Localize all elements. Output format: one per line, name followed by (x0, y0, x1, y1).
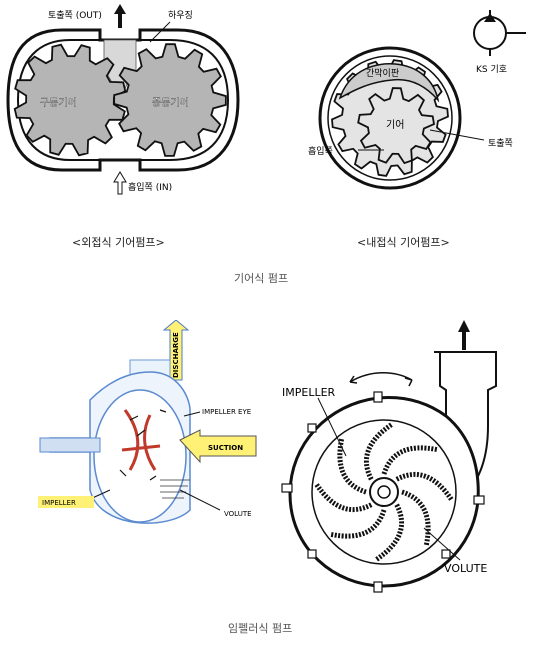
label-impeller-eye: IMPELLER EYE (202, 408, 251, 416)
label-gear: 기어 (386, 119, 404, 131)
label-volute: VOLUTE (224, 510, 252, 518)
out-arrow-icon (114, 4, 126, 28)
label-housing: 하우징 (168, 10, 193, 21)
label-volute: VOLUTE (444, 562, 487, 575)
rotation-arrow-icon (349, 372, 413, 383)
label-driven-gear: 종동기어 (152, 97, 189, 109)
drive-gear (13, 43, 127, 157)
label-ks-symbol: KS 기호 (476, 64, 507, 75)
impeller-vanes (314, 422, 454, 562)
outlet-arrow-icon (458, 320, 470, 350)
label-in: 흡입쪽 (IN) (128, 181, 172, 193)
caption-external-gear: <외접식 기어펌프> (72, 236, 165, 249)
caption-gear-pump: 기어식 펌프 (234, 272, 289, 285)
label-crescent: 간막이판 (366, 68, 399, 79)
internal-gear-pump-diagram: KS 기호 간막이판 기어 흡입쪽 토출쪽 (308, 10, 526, 190)
label-drive-gear: 구동기어 (40, 97, 77, 109)
in-arrow-icon (113, 171, 127, 195)
label-out: 토출쪽 (OUT) (48, 10, 102, 21)
external-gear-pump-diagram: 토출쪽 (OUT) 하우징 구동기어 종동기어 흡입쪽 (IN) (6, 4, 240, 195)
crescent-separator (338, 63, 440, 103)
label-discharge: DISCHARGE (172, 332, 180, 378)
impeller-section-diagram: IMPELLER VOLUTE (281, 320, 497, 593)
driven-gear (113, 43, 227, 157)
label-suction: SUCTION (208, 444, 243, 452)
label-impeller: IMPELLER (282, 386, 336, 399)
caption-impeller-pump: 임펠러식 펌프 (228, 622, 293, 635)
label-discharge: 토출쪽 (488, 138, 513, 149)
label-suction: 흡입쪽 (308, 145, 333, 157)
suction-arrow-icon (179, 429, 257, 464)
inner-gear (357, 87, 436, 165)
casing-bolts (281, 391, 485, 593)
ks-symbol-icon (473, 10, 526, 56)
caption-internal-gear: <내접식 기어펌프> (357, 236, 450, 249)
impeller-cutaway-diagram: DISCHARGE IMPELLER EYE SUCTION IMPELLER … (38, 320, 257, 524)
label-impeller: IMPELLER (42, 499, 76, 507)
